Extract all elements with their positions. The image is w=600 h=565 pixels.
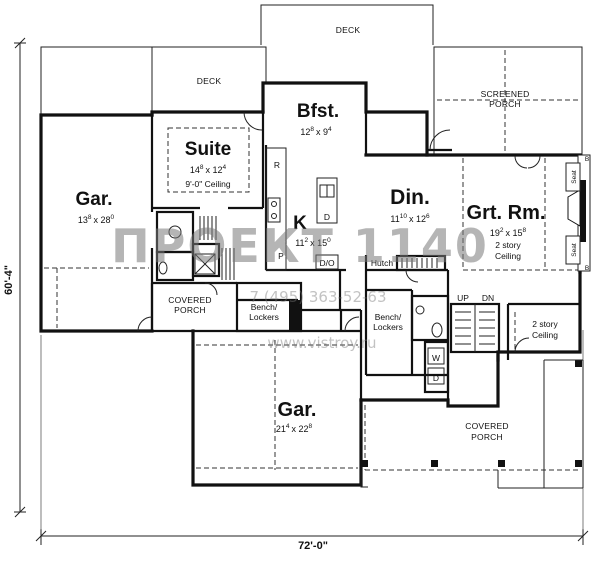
gar-left-name: Gar.: [76, 189, 113, 210]
seat-top-label: Seat: [571, 170, 578, 184]
watermark-project: ПРОЕКТ 1140: [111, 219, 489, 273]
deck-left-label: DECK: [197, 76, 222, 86]
bench-lockers-right-label-2: Lockers: [373, 322, 403, 332]
door-swings: [137, 111, 541, 353]
seat-bottom-label: Seat: [571, 243, 578, 257]
gar-main-name: Gar.: [278, 399, 317, 421]
depth-dimension: 60'-4": [3, 265, 15, 295]
stair-up-label: UP: [457, 293, 469, 303]
covered-porch-front-label-2: PORCH: [471, 432, 503, 442]
deck-top-label: DECK: [336, 25, 361, 35]
pantry-label: P: [278, 251, 284, 261]
great-room-name: Grt. Rm.: [467, 202, 546, 224]
front-porch-columns: [360, 359, 584, 489]
bench-lockers-right-label-1: Bench/: [375, 312, 402, 322]
bench-lockers-left-label-1: Bench/: [251, 302, 278, 312]
watermark-site: www.vistroy.ru: [267, 334, 376, 352]
bfst-name: Bfst.: [297, 101, 339, 122]
stair-down-label: DN: [482, 293, 494, 303]
bath-fixtures: [158, 225, 445, 385]
dryer-label: D: [433, 373, 439, 383]
kitchen-name: K: [293, 213, 307, 234]
b-bottom-label: B: [585, 265, 589, 272]
screened-porch-label-1: SCREENED: [481, 89, 530, 99]
suite-name: Suite: [185, 139, 231, 160]
dashed-divisions: [44, 127, 580, 471]
screened-porch-label-2: PORCH: [489, 99, 521, 109]
covered-porch-small-label-2: PORCH: [174, 305, 206, 315]
foyer-ceiling-note-1: 2 story: [532, 319, 558, 329]
width-dimension: 72'-0": [298, 540, 328, 552]
covered-porch-front-label-1: COVERED: [465, 421, 508, 431]
hutch-label: Hutch: [371, 258, 393, 268]
washer-label: W: [432, 353, 440, 363]
dishwasher-label: D: [324, 212, 330, 222]
foyer-ceiling-note-2: Ceiling: [532, 330, 558, 340]
bench-lockers-left-label-2: Lockers: [249, 312, 279, 322]
deck-outlines: [40, 4, 434, 115]
covered-porch-small-label-1: COVERED: [168, 295, 211, 305]
great-room-note2: Ceiling: [495, 251, 521, 261]
kitchen-fixtures: [265, 147, 339, 271]
do-label: D/O: [319, 258, 335, 268]
dining-name: Din.: [390, 186, 430, 209]
stair-treads: [199, 216, 495, 345]
fireplace-wall: [565, 154, 591, 272]
great-room-note1: 2 story: [495, 240, 521, 250]
refrigerator-label: R: [274, 160, 280, 170]
suite-ceiling-note: 9'-0" Ceiling: [185, 179, 231, 189]
b-top-label: B: [585, 156, 589, 163]
watermark-phone: 7 (495) 363-52-63: [249, 288, 386, 306]
